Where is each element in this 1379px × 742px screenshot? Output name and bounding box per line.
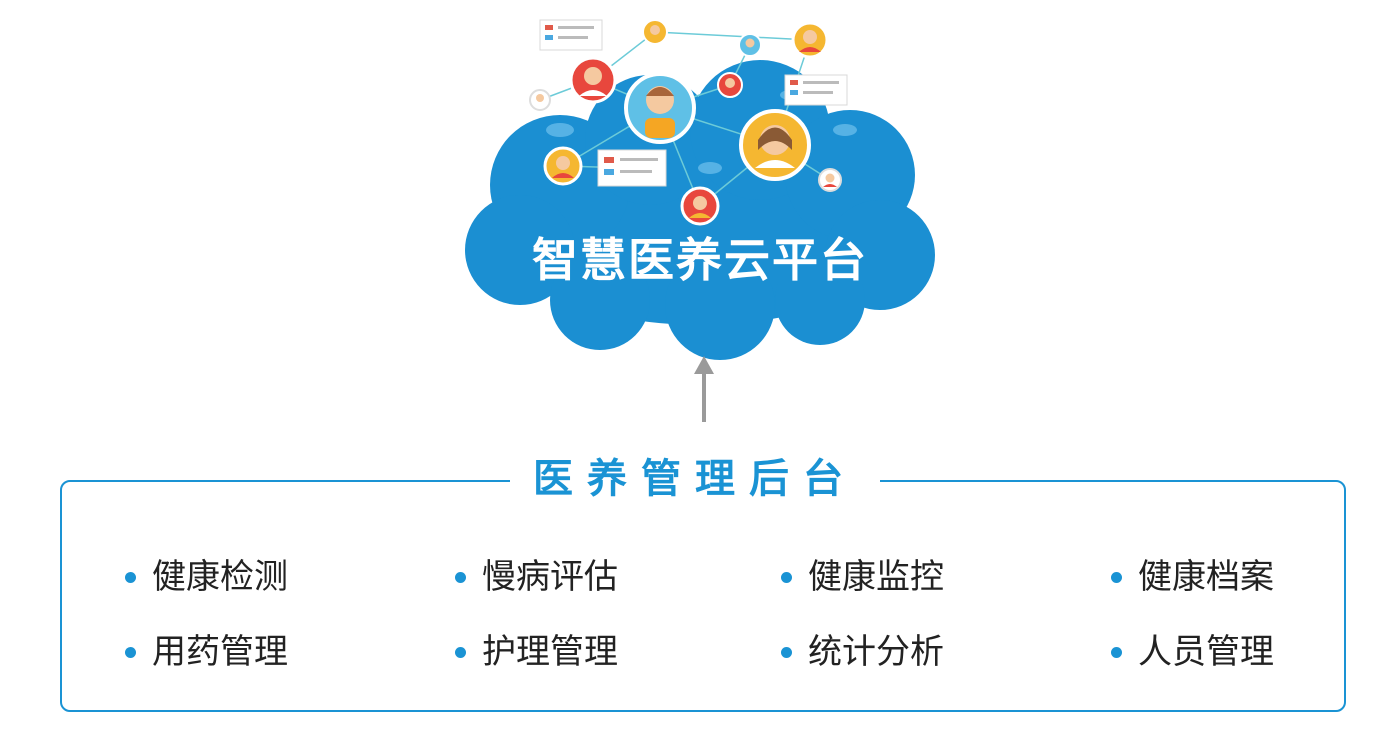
feature-item: 健康检测 xyxy=(125,552,288,602)
person-avatar-icon xyxy=(818,168,842,192)
feature-item: 护理管理 xyxy=(455,627,618,677)
bullet-icon xyxy=(781,571,792,583)
feature-label: 人员管理 xyxy=(1138,632,1274,672)
person-avatar-icon xyxy=(791,21,829,59)
feature-item: 统计分析 xyxy=(781,627,944,677)
person-avatar-icon xyxy=(739,109,811,181)
platform-title: 智慧医养云平台 xyxy=(532,233,868,287)
person-avatar-icon xyxy=(624,72,696,144)
feature-item: 人员管理 xyxy=(1111,627,1274,677)
feature-label: 慢病评估 xyxy=(482,557,618,597)
bullet-icon xyxy=(455,571,466,583)
profile-card-icon xyxy=(784,74,848,106)
person-avatar-icon xyxy=(642,19,668,45)
feature-item: 慢病评估 xyxy=(455,552,618,602)
profile-card-icon xyxy=(539,19,603,51)
feature-item: 健康监控 xyxy=(781,552,944,602)
feature-label: 健康检测 xyxy=(152,557,288,597)
feature-label: 用药管理 xyxy=(152,632,288,672)
feature-label: 健康档案 xyxy=(1138,557,1274,597)
arrow-up-icon xyxy=(694,356,714,422)
person-avatar-icon xyxy=(738,33,762,57)
person-avatar-icon xyxy=(717,72,743,98)
feature-label: 统计分析 xyxy=(808,632,944,672)
bullet-icon xyxy=(125,646,136,658)
feature-item: 健康档案 xyxy=(1111,552,1274,602)
bullet-icon xyxy=(1111,571,1122,583)
bullet-icon xyxy=(125,571,136,583)
profile-card-icon xyxy=(597,149,667,187)
feature-label: 护理管理 xyxy=(482,632,618,672)
bullet-icon xyxy=(781,646,792,658)
person-avatar-icon xyxy=(529,89,551,111)
bullet-icon xyxy=(455,646,466,658)
person-avatar-icon xyxy=(543,146,583,186)
bullet-icon xyxy=(1111,646,1122,658)
backend-title: 医养管理后台 xyxy=(510,450,880,508)
person-avatar-icon xyxy=(680,186,720,226)
feature-label: 健康监控 xyxy=(808,557,944,597)
feature-item: 用药管理 xyxy=(125,627,288,677)
person-avatar-icon xyxy=(569,56,617,104)
